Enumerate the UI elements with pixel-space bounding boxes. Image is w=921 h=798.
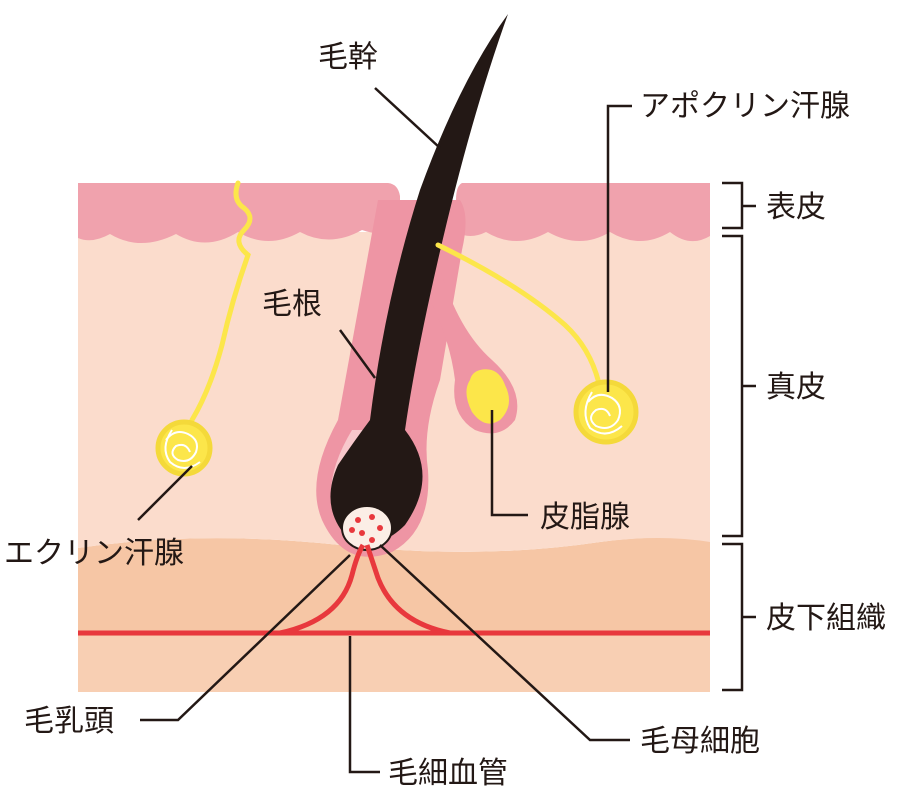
leader-lines [137,87,632,774]
subcutaneous-layer [78,537,710,692]
label-hair-root: 毛根 [262,287,322,322]
label-epidermis: 表皮 [766,190,826,225]
dermal-papilla [341,505,393,551]
label-subcutaneous: 皮下組織 [766,601,886,636]
label-hair-shaft: 毛幹 [318,40,378,75]
layer-brackets [722,181,756,692]
label-sebaceous-gland: 皮脂腺 [540,500,630,535]
label-dermis: 真皮 [766,370,826,405]
label-apocrine-gland: アポクリン汗腺 [640,89,850,124]
apocrine-coil-detail [584,391,623,435]
label-hair-matrix: 毛母細胞 [640,724,760,759]
sebaceous-gland [430,268,518,434]
label-capillary: 毛細血管 [388,756,508,791]
epidermis-layer [78,183,710,243]
label-eccrine-gland: エクリン汗腺 [4,536,184,571]
capillary-vessels [78,543,710,636]
label-dermal-papilla: 毛乳頭 [24,704,114,739]
hair-strand [330,14,508,543]
